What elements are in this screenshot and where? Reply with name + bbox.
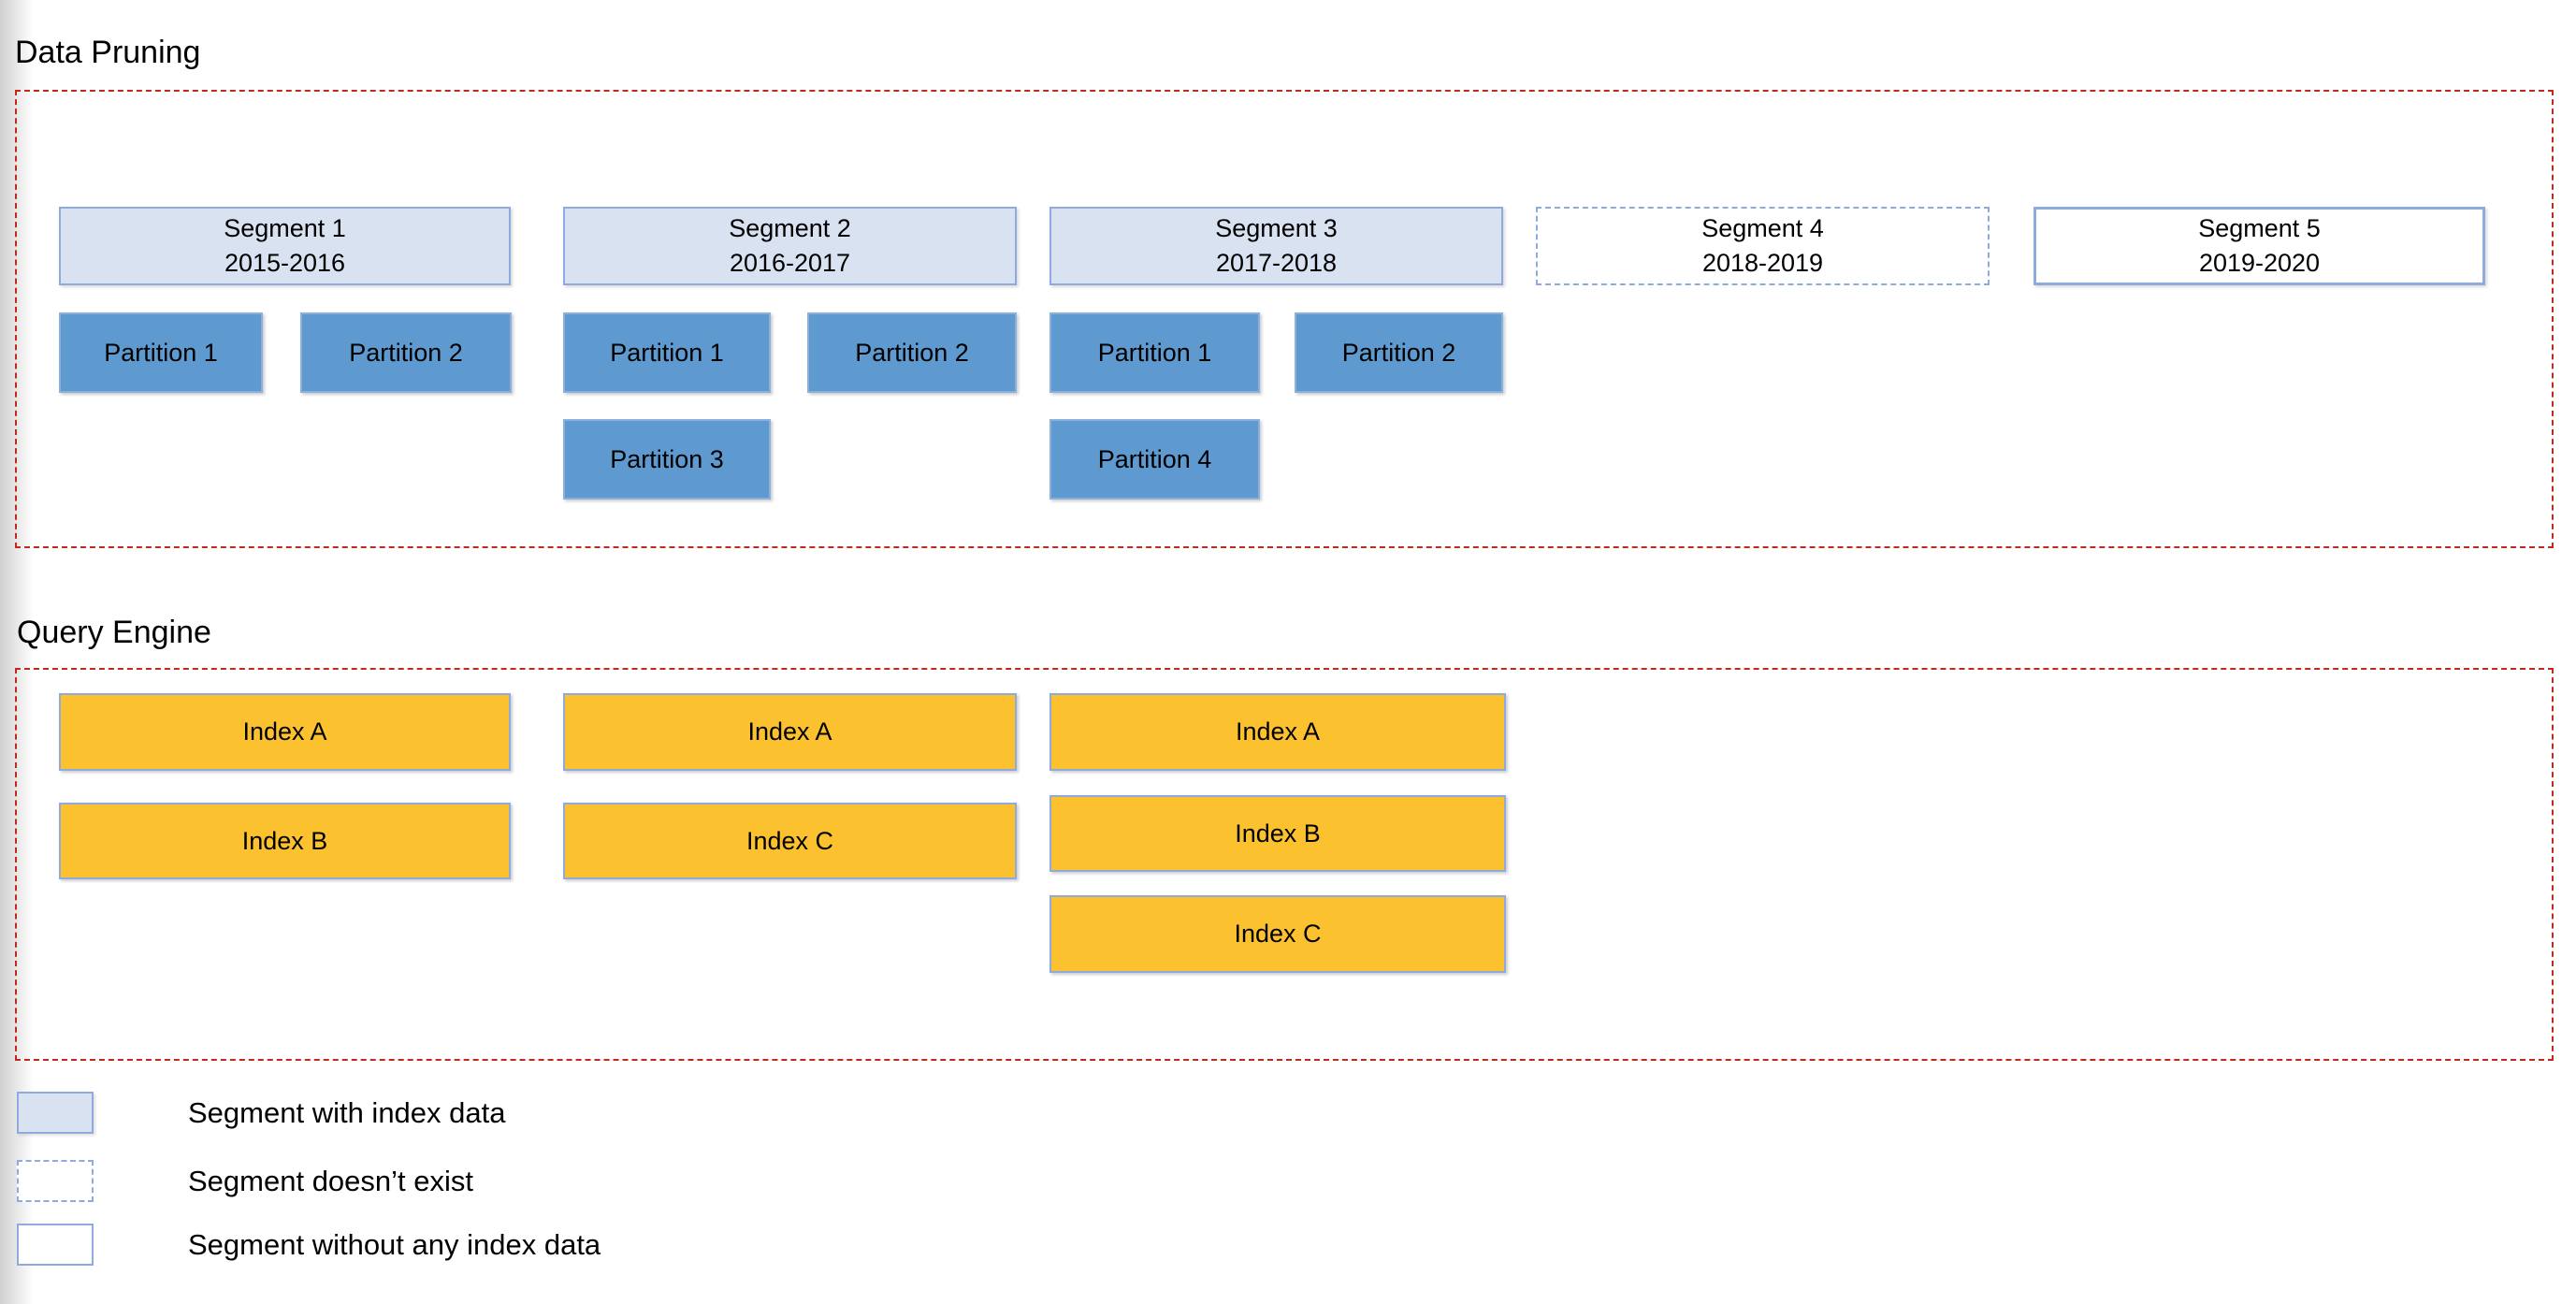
legend-swatch-with-index [17,1092,94,1134]
legend-label-no-index: Segment without any index data [188,1227,601,1261]
segment-box-1: Segment 1 2015-2016 [59,207,511,285]
index-box-col3-c: Index C [1049,895,1506,973]
segment-name: Segment 1 [224,214,346,242]
partition-box-s2-p2: Partition 2 [807,312,1017,393]
segment-name: Segment 5 [2198,214,2321,242]
partition-box-s1-p2: Partition 2 [300,312,512,393]
partition-box-s2-p3: Partition 3 [563,419,771,500]
query-engine-region [15,668,2554,1061]
partition-box-s1-p1: Partition 1 [59,312,263,393]
segment-years: 2015-2016 [224,249,346,277]
segment-years: 2017-2018 [1215,249,1338,277]
partition-box-s3-p2: Partition 2 [1295,312,1503,393]
query-engine-title: Query Engine [17,615,211,650]
index-box-col2-c: Index C [563,803,1017,879]
partition-box-s3-p4: Partition 4 [1049,419,1260,500]
index-box-col1-b: Index B [59,803,511,879]
segment-box-2: Segment 2 2016-2017 [563,207,1017,285]
segment-years: 2018-2019 [1701,249,1824,277]
index-box-col2-a: Index A [563,693,1017,771]
segment-years: 2016-2017 [729,249,851,277]
segment-name: Segment 3 [1215,214,1338,242]
data-pruning-region [15,90,2554,548]
partition-box-s2-p1: Partition 1 [563,312,771,393]
legend-swatch-not-exist [17,1160,94,1202]
segment-box-4: Segment 4 2018-2019 [1536,207,1990,285]
segment-box-5: Segment 5 2019-2020 [2033,207,2485,285]
data-pruning-title: Data Pruning [15,35,201,70]
segment-years: 2019-2020 [2198,249,2321,277]
segment-box-3: Segment 3 2017-2018 [1049,207,1503,285]
legend-swatch-no-index [17,1224,94,1266]
index-box-col1-a: Index A [59,693,511,771]
partition-box-s3-p1: Partition 1 [1049,312,1260,393]
legend-label-with-index: Segment with index data [188,1095,506,1129]
segment-name: Segment 4 [1701,214,1824,242]
legend-label-not-exist: Segment doesn’t exist [188,1164,474,1197]
index-box-col3-a: Index A [1049,693,1506,771]
segment-name: Segment 2 [729,214,851,242]
index-box-col3-b: Index B [1049,795,1506,872]
